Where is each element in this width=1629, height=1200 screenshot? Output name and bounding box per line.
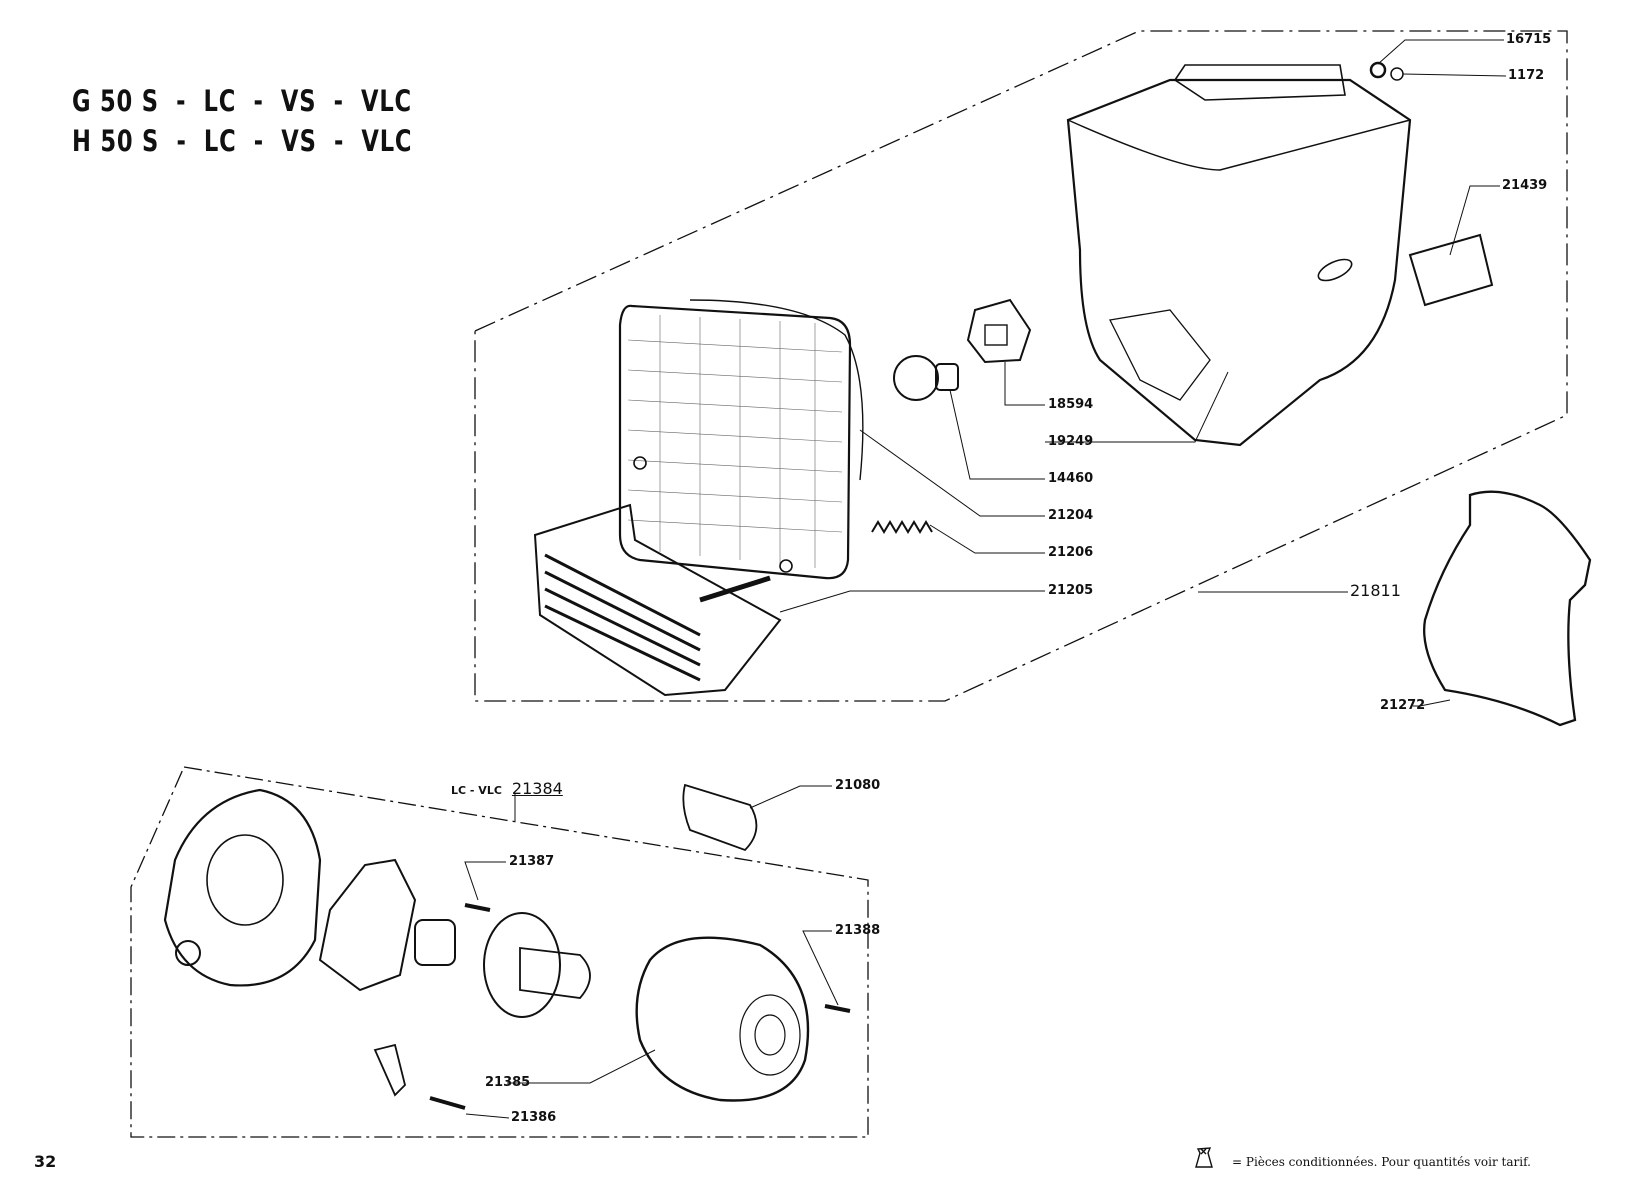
- part-label-21387: 21387: [509, 854, 555, 869]
- mount-plate-drawing: [373, 1043, 406, 1097]
- part-label-16715: 16715: [1506, 32, 1552, 47]
- indicator-body-drawing: [163, 788, 322, 987]
- bulb-socket-drawing: [414, 919, 456, 966]
- bag-icon: [1195, 1147, 1213, 1168]
- visor-drawing: [1423, 490, 1592, 727]
- part-label-21386: 21386: [511, 1110, 557, 1125]
- part-label-1172: 1172: [1508, 68, 1545, 83]
- nut-drawing: [1369, 61, 1387, 79]
- gasket-drawing: [483, 912, 561, 1018]
- headlight-grille-drawing: [533, 503, 782, 697]
- part-label-14460: 14460: [1048, 471, 1094, 486]
- leader-lines: [464, 39, 1507, 1119]
- adjust-screw-drawing: [699, 575, 771, 603]
- subassembly-variant: LC - VLC: [451, 784, 502, 797]
- headlight-housing-drawing: [1066, 64, 1412, 447]
- screw-21387-drawing: [464, 903, 491, 912]
- screw-21388-drawing: [824, 1004, 851, 1013]
- indicator-lens-drawing: [635, 936, 810, 1102]
- part-label-21811: 21811: [1350, 581, 1401, 600]
- screw-21386-drawing: [429, 1096, 466, 1110]
- page-number: 32: [34, 1152, 57, 1171]
- subassembly-label: LC - VLC 21384: [451, 779, 563, 798]
- part-label-21385: 21385: [485, 1075, 531, 1090]
- part-label-19249: 19249: [1048, 434, 1094, 449]
- model-title-line-1: G 50 S - LC - VS - VLC: [72, 84, 412, 118]
- headlight-assembly-boundary: [474, 30, 1568, 702]
- indicator-bulb-drawing: [519, 946, 591, 999]
- footnote: = Pièces conditionnées. Pour quantités v…: [1232, 1155, 1531, 1169]
- switch-drawing: [1408, 233, 1494, 307]
- indicator-bracket-drawing: [318, 858, 417, 992]
- part-label-21205: 21205: [1048, 583, 1094, 598]
- model-title-line-2: H 50 S - LC - VS - VLC: [72, 124, 413, 158]
- indicator-assembly-boundary: [130, 766, 869, 1138]
- subassembly-part-number: 21384: [511, 779, 563, 798]
- part-label-21388: 21388: [835, 923, 881, 938]
- part-label-18594: 18594: [1048, 397, 1094, 412]
- headlight-lens-drawing: [618, 299, 864, 580]
- festoon-bulb-drawing: [682, 783, 758, 852]
- bulb-holder-drawing: [966, 298, 1032, 364]
- part-label-21080: 21080: [835, 778, 881, 793]
- part-label-21439: 21439: [1502, 178, 1548, 193]
- spring-drawing: [871, 520, 933, 534]
- part-label-21272: 21272: [1380, 698, 1426, 713]
- part-label-21206: 21206: [1048, 545, 1094, 560]
- washer-drawing: [1390, 67, 1404, 81]
- part-label-21204: 21204: [1048, 508, 1094, 523]
- headlight-bulb-drawing: [893, 355, 939, 401]
